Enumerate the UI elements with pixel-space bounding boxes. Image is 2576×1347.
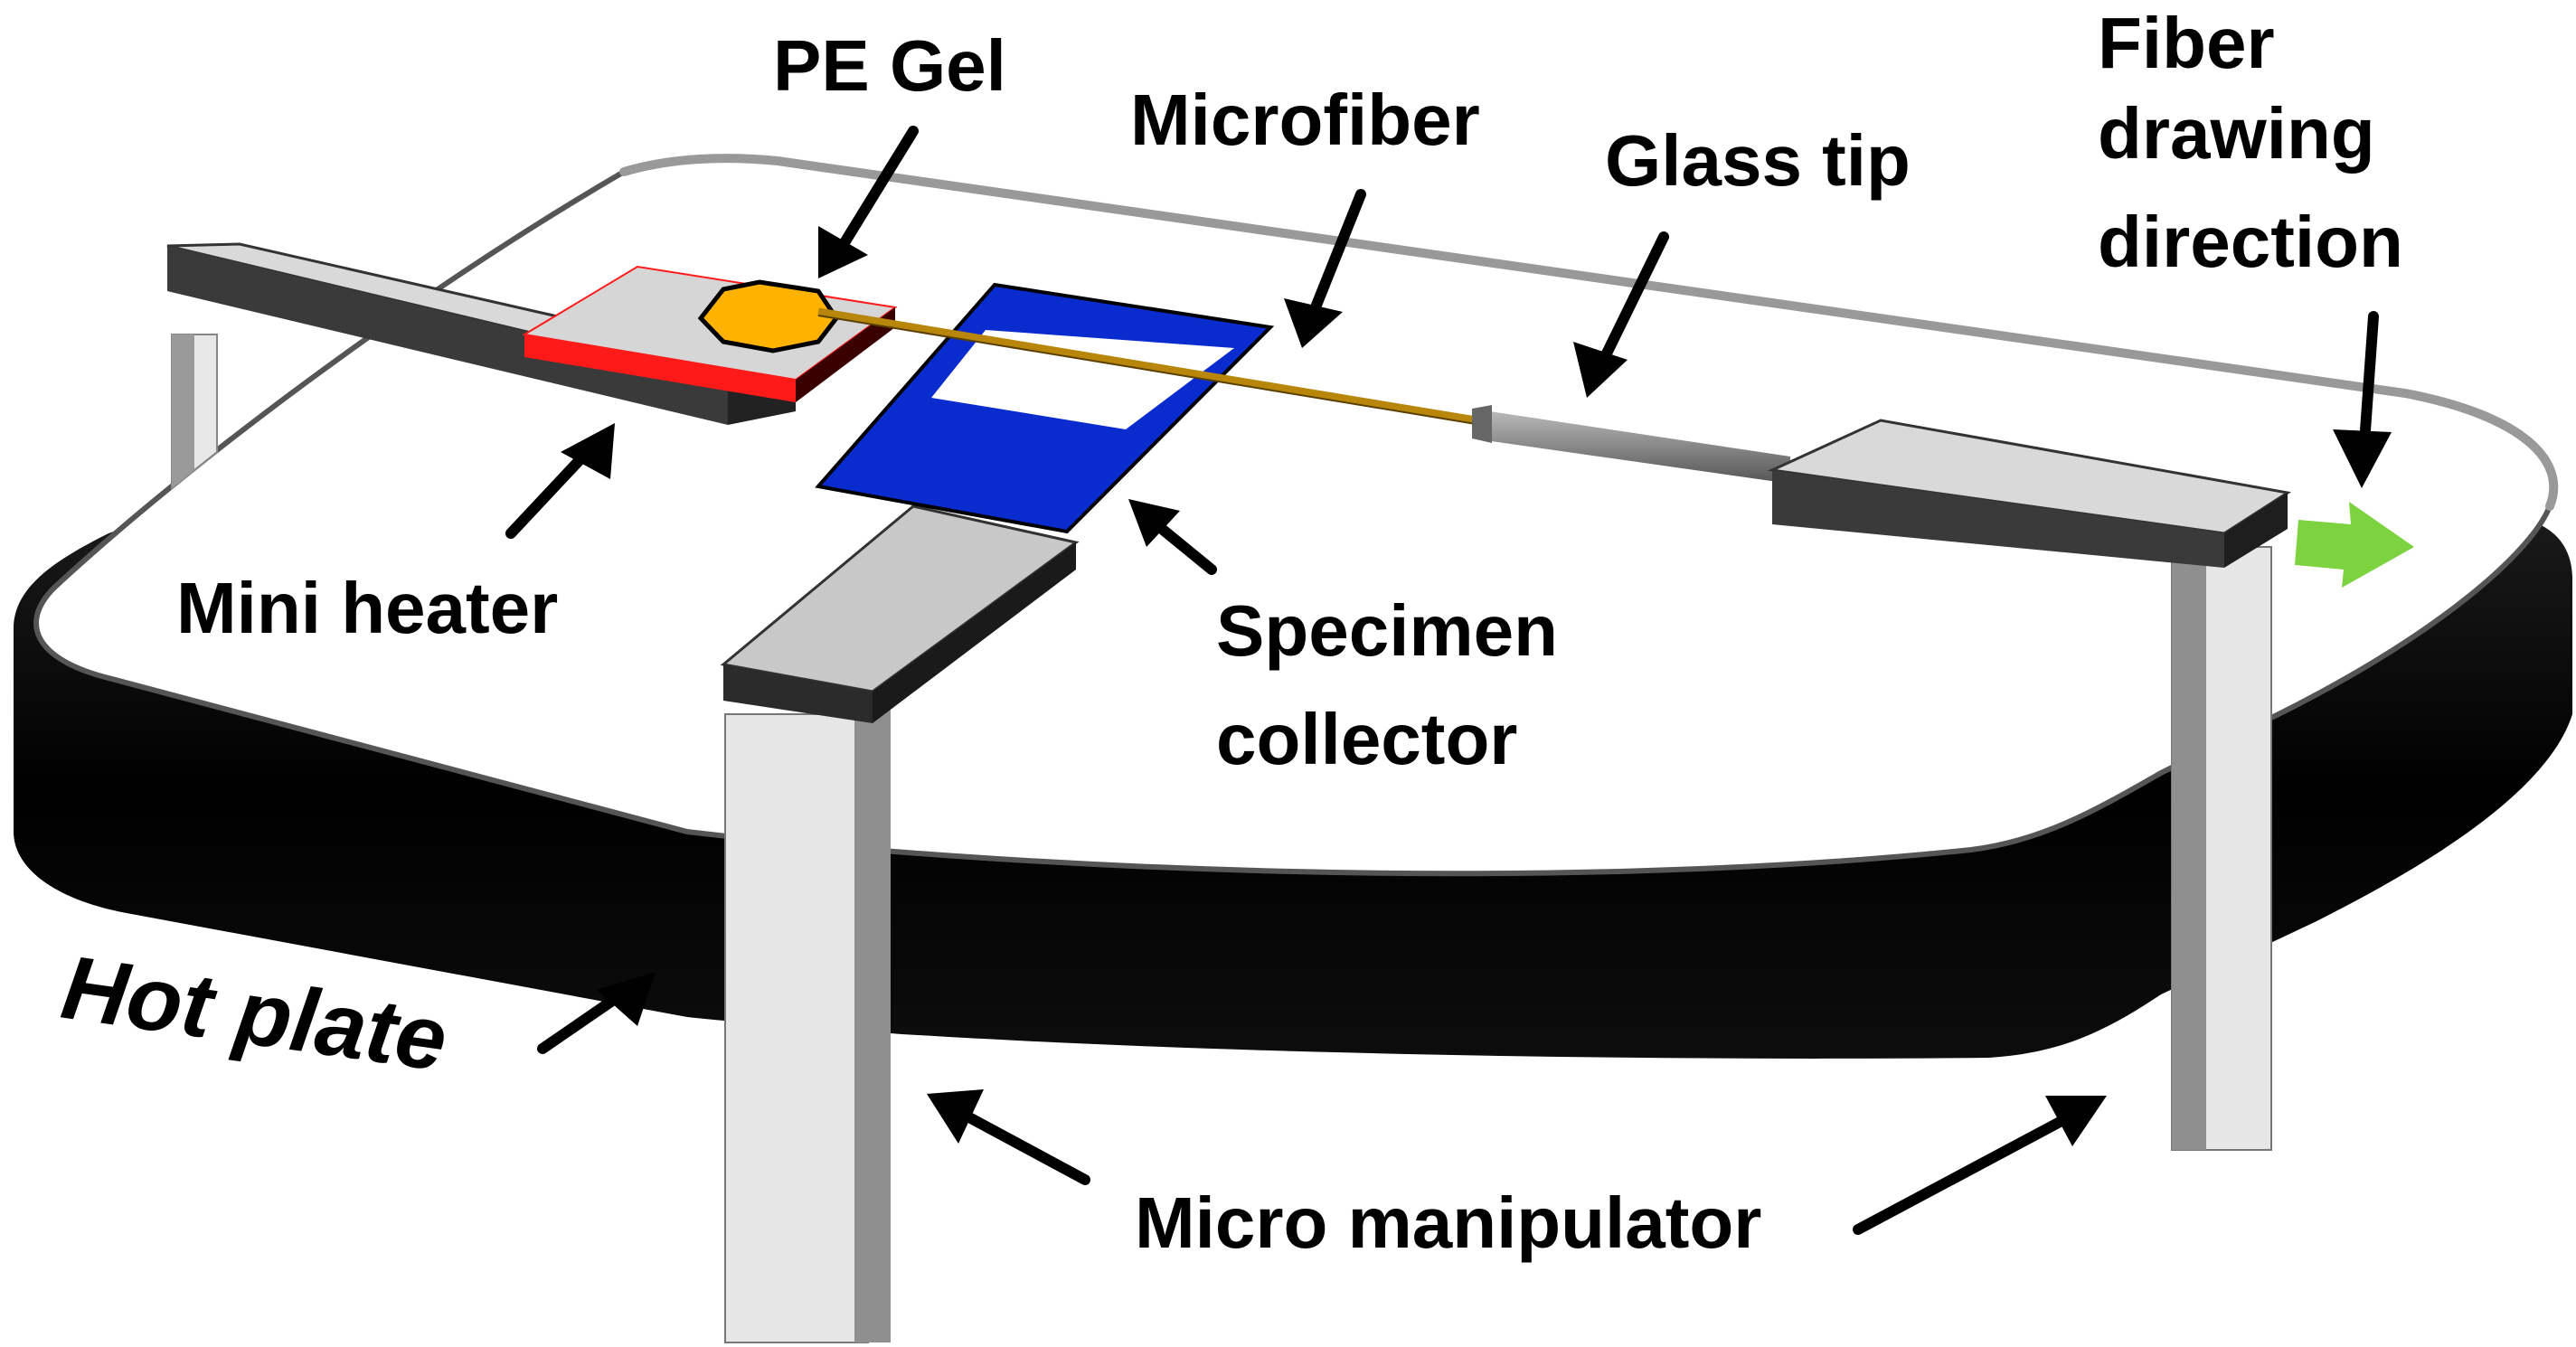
specimen-collector-stand xyxy=(720,504,1080,1343)
manipulator-left-arrow xyxy=(962,1111,1090,1185)
mini-heater-arrow xyxy=(505,456,584,539)
fiber-drawing-pointer xyxy=(2359,311,2379,448)
specimen-collector-label-1: Specimen xyxy=(1216,590,1558,671)
specimen-collector-label-2: collector xyxy=(1216,699,1517,779)
manipulator-right-arrow xyxy=(1853,1116,2067,1235)
microfiber-label: Microfiber xyxy=(1130,80,1480,160)
fiber-drawing-label-3: direction xyxy=(2098,202,2403,282)
pe-gel-arrow xyxy=(835,126,919,254)
pointer-arrows xyxy=(505,126,2392,1235)
hot-plate-arrow xyxy=(537,994,620,1054)
specimen-collector-arrow xyxy=(1156,523,1217,575)
specimen-collector-arrowhead xyxy=(1128,499,1180,547)
manipulator-left-arrowhead xyxy=(927,1089,984,1144)
mini-heater-label: Mini heater xyxy=(176,568,558,648)
pe-gel-arrowhead xyxy=(818,226,868,278)
glass-tip-label: Glass tip xyxy=(1605,120,1911,201)
hot-plate-arrowhead xyxy=(597,972,656,1026)
manipulator-right-arrowhead xyxy=(2045,1096,2107,1146)
pe-gel xyxy=(697,279,840,353)
fiber-drawing-arrow xyxy=(2295,502,2414,588)
specimen-collector xyxy=(815,282,1275,534)
microfiber-edge xyxy=(817,315,1477,425)
microfiber xyxy=(817,307,1477,425)
microfiber-arrowhead xyxy=(1284,298,1343,348)
micro-manipulator-label: Micro manipulator xyxy=(1135,1182,1761,1263)
fiber-drawing-label-2: drawing xyxy=(2098,93,2375,174)
glass-tip xyxy=(1472,405,1790,484)
mini-heater-arrowhead xyxy=(561,423,615,479)
glass-tip-arrow xyxy=(1599,231,1669,363)
microfiber-arrow xyxy=(1310,189,1366,313)
fiber-drawing-label-1: Fiber xyxy=(2098,3,2275,83)
right-manipulator-arm xyxy=(1767,419,2292,1151)
hot-plate-rim xyxy=(619,154,2559,511)
glass-tip-arrowhead xyxy=(1573,342,1628,398)
fiber-drawing-arrowhead xyxy=(2333,429,2392,488)
pe-gel-label: PE Gel xyxy=(773,25,1006,106)
